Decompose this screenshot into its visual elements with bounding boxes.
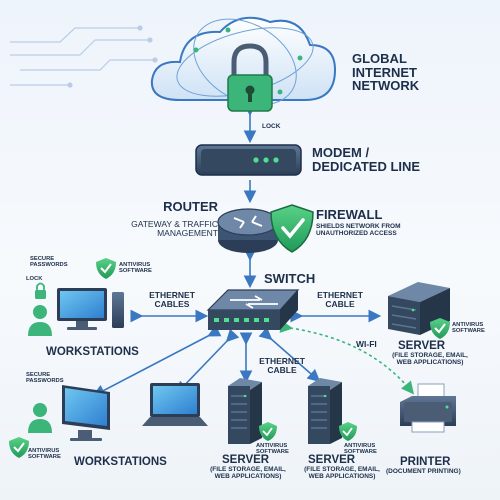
shield-check-icon (430, 318, 450, 339)
shield-check-icon (96, 258, 116, 279)
laptop-icon (142, 383, 208, 426)
server-mid2-label: SERVER (308, 454, 356, 466)
cloud-label: GLOBAL INTERNET NETWORK (352, 51, 420, 94)
printer-label: PRINTER (400, 456, 451, 468)
shield-check-icon (339, 422, 357, 441)
desktop-computer-icon (62, 385, 110, 441)
wifi-label: WI-FI (356, 339, 377, 349)
workstations-top-label: WORKSTATIONS (46, 346, 139, 358)
ethernet-cable-label: ETHERNET CABLE (259, 356, 305, 375)
switch-icon (206, 289, 300, 330)
server-mid1-subtitle: (FILE STORAGE, EMAIL, WEB APPLICATIONS) (210, 466, 286, 480)
server-rack-icon (308, 378, 342, 444)
router-label: ROUTER (163, 199, 218, 214)
server-mid1-label: SERVER (222, 454, 270, 466)
switch-label: SWITCH (264, 271, 316, 286)
padlock-icon (227, 43, 273, 112)
router-subtitle: GATEWAY & TRAFFIC MANAGEMENT (131, 219, 218, 238)
cloud-lock-label: LOCK (262, 123, 281, 130)
firewall-label: FIREWALL (316, 207, 383, 222)
decorative-circuit-lines (10, 25, 158, 88)
antivirus-label: ANTIVIRUS SOFTWARE (256, 443, 289, 456)
modem-icon (195, 144, 302, 176)
router-icon (217, 208, 279, 253)
user-icon (28, 403, 52, 433)
shield-check-icon (259, 422, 277, 441)
desktop-computer-icon (57, 288, 124, 330)
secure-passwords-label: SECURE PASSWORDS (30, 256, 68, 269)
wifi-link (279, 320, 415, 395)
server-right-label: SERVER (398, 340, 446, 352)
user-icon (28, 305, 52, 336)
antivirus-label: ANTIVIRUS SOFTWARE (119, 262, 152, 275)
printer-subtitle: (DOCUMENT PRINTING) (386, 468, 461, 475)
printer-icon (400, 383, 456, 433)
antivirus-label: ANTIVIRUS SOFTWARE (452, 322, 485, 335)
shield-check-icon (9, 437, 29, 458)
cloud-icon (150, 16, 337, 106)
ethernet-cables-label: ETHERNET CABLES (149, 290, 195, 309)
server-right-subtitle: (FILE STORAGE, EMAIL, WEB APPLICATIONS) (392, 352, 468, 366)
secure-passwords-label: SECURE PASSWORDS (26, 372, 64, 385)
ethernet-cable-label: ETHERNET CABLE (317, 290, 363, 309)
firewall-subtitle: SHIELDS NETWORK FROM UNAUTHORIZED ACCESS (316, 223, 401, 237)
antivirus-label: ANTIVIRUS SOFTWARE (28, 448, 61, 461)
server-rack-icon (228, 378, 262, 444)
lock-label: LOCK (26, 276, 43, 282)
server-mid2-subtitle: (FILE STORAGE, EMAIL, WEB APPLICATIONS) (304, 466, 380, 480)
workstations-bottom-label: WORKSTATIONS (74, 456, 167, 468)
lock-icon (35, 282, 46, 299)
shield-check-icon (270, 204, 314, 253)
antivirus-label: ANTIVIRUS SOFTWARE (344, 443, 377, 456)
modem-label: MODEM / DEDICATED LINE (312, 145, 421, 174)
